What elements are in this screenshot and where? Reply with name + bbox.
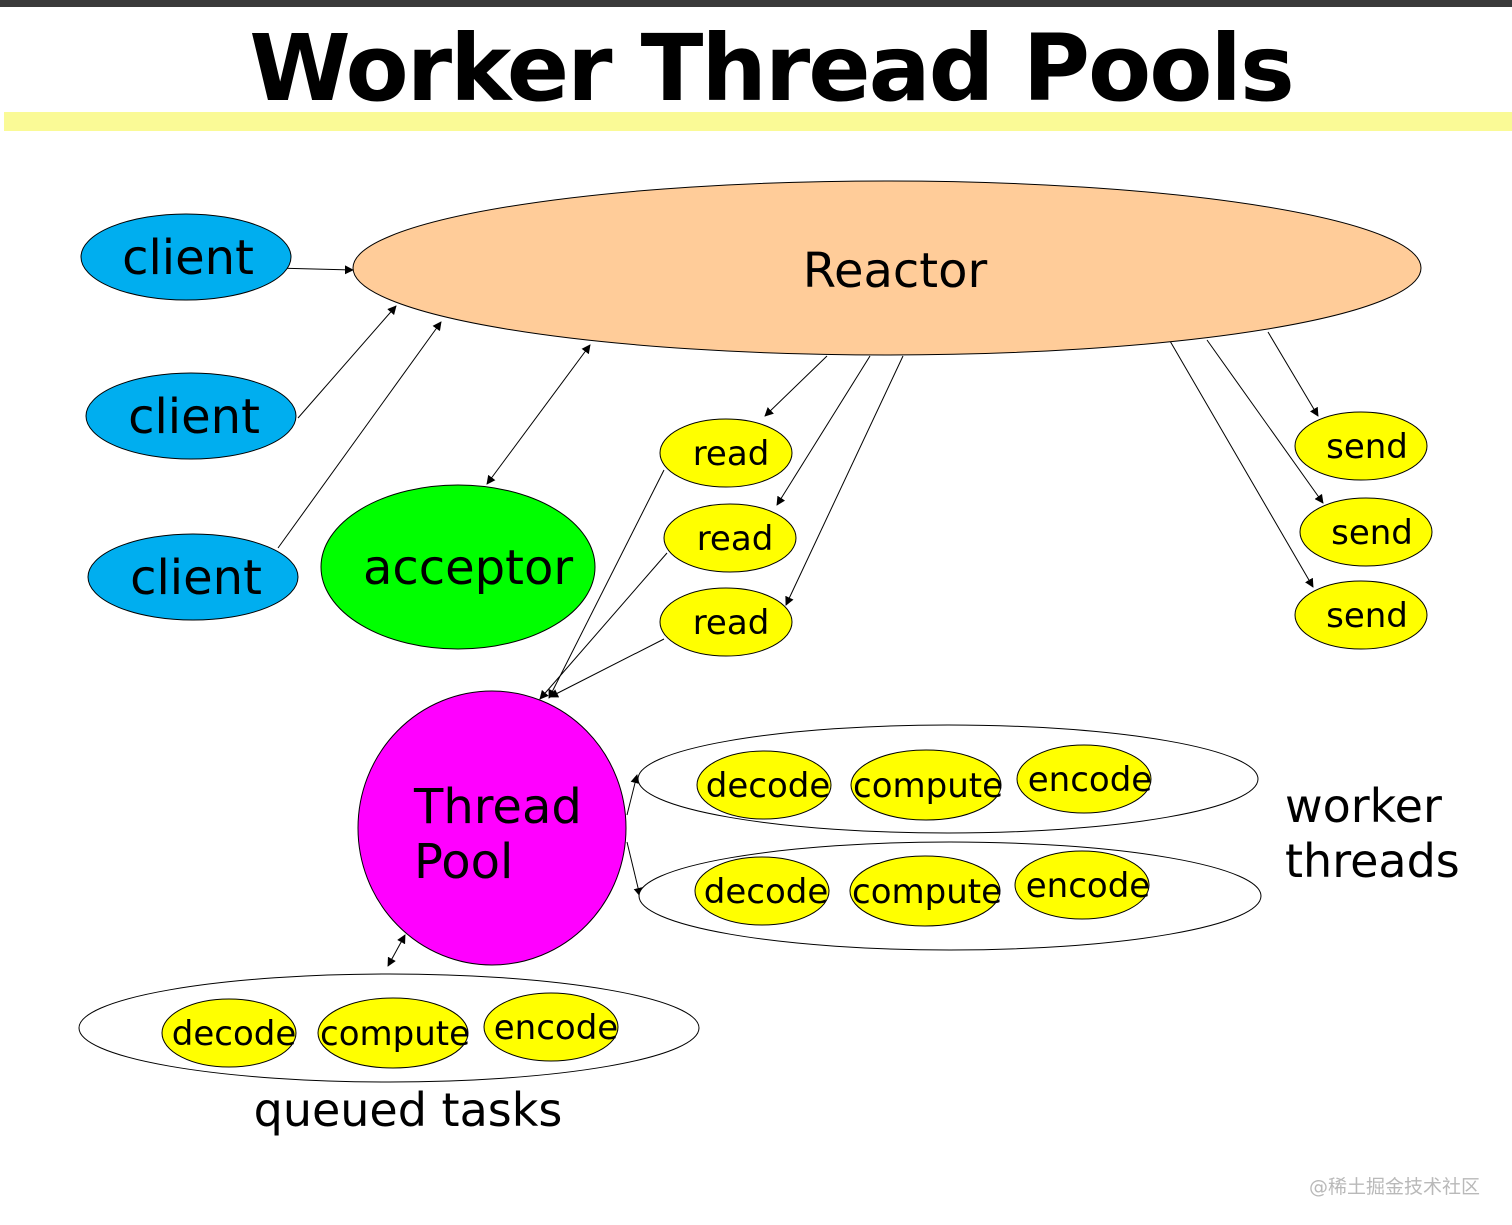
read-label: read xyxy=(693,603,770,643)
worker-threads-label-line2: threads xyxy=(1285,834,1460,888)
task-decode-label: decode xyxy=(704,872,829,912)
edge-pool-worker2 xyxy=(626,841,643,897)
worker-threads-label-line1: worker xyxy=(1285,779,1442,833)
top-bar xyxy=(0,0,1512,7)
title-underline xyxy=(4,112,1512,131)
task-compute-label: compute xyxy=(853,766,1003,806)
send-label: send xyxy=(1331,513,1413,553)
edge-reactor-acceptor xyxy=(486,344,591,485)
send-label: send xyxy=(1326,596,1408,636)
edge-reactor-read2 xyxy=(776,355,871,506)
send-node: send xyxy=(1294,580,1428,650)
acceptor-label: acceptor xyxy=(363,540,573,596)
edge-read3-pool xyxy=(549,638,665,698)
send-node: send xyxy=(1299,497,1433,567)
acceptor-node: acceptor xyxy=(320,484,596,650)
edge-reactor-read3 xyxy=(785,355,904,606)
client-label: client xyxy=(130,550,262,606)
reactor-label: Reactor xyxy=(803,243,988,299)
read-node: read xyxy=(659,418,793,488)
edge-queue-pool xyxy=(387,934,406,967)
task-encode-label: encode xyxy=(1026,866,1150,906)
read-node: read xyxy=(663,503,797,573)
worker-thread-group: decode compute encode xyxy=(637,724,1259,834)
read-label: read xyxy=(697,519,774,559)
edge-pool-worker1 xyxy=(626,774,640,816)
thread-pool-node: Thread Pool xyxy=(357,690,627,966)
client-label: client xyxy=(122,230,254,286)
task-compute-label: compute xyxy=(852,872,1002,912)
task-compute-label: compute xyxy=(320,1014,470,1054)
read-node: read xyxy=(659,587,793,657)
edge-read1-pool xyxy=(548,469,665,699)
read-label: read xyxy=(693,434,770,474)
page-title: Worker Thread Pools xyxy=(249,15,1294,122)
worker-thread-group: decode compute encode xyxy=(638,841,1262,951)
send-node: send xyxy=(1294,411,1428,481)
client-node: client xyxy=(85,372,297,460)
task-decode-label: decode xyxy=(706,766,831,806)
reactor-node: Reactor xyxy=(352,180,1422,356)
client-node: client xyxy=(80,213,292,301)
queued-tasks-group: decode compute encode xyxy=(78,973,700,1083)
edge-client3-reactor xyxy=(277,321,442,549)
task-encode-label: encode xyxy=(494,1008,618,1048)
edge-reactor-send2 xyxy=(1206,339,1324,504)
task-decode-label: decode xyxy=(172,1014,297,1054)
queued-tasks-label: queued tasks xyxy=(254,1083,563,1137)
edge-reactor-send3 xyxy=(1169,340,1314,588)
edge-reactor-send1 xyxy=(1267,331,1319,417)
thread-pool-label-line2: Pool xyxy=(414,834,513,890)
edge-read2-pool xyxy=(539,552,668,700)
task-encode-label: encode xyxy=(1028,760,1152,800)
edge-client1-reactor xyxy=(274,265,354,275)
client-label: client xyxy=(128,389,260,445)
edge-client2-reactor xyxy=(297,305,397,419)
send-label: send xyxy=(1326,427,1408,467)
edge-reactor-read1 xyxy=(764,355,828,417)
connectors xyxy=(274,265,1324,967)
thread-pool-label-line1: Thread xyxy=(413,779,582,835)
client-node: client xyxy=(87,533,299,621)
watermark: @稀土掘金技术社区 xyxy=(1308,1176,1480,1198)
